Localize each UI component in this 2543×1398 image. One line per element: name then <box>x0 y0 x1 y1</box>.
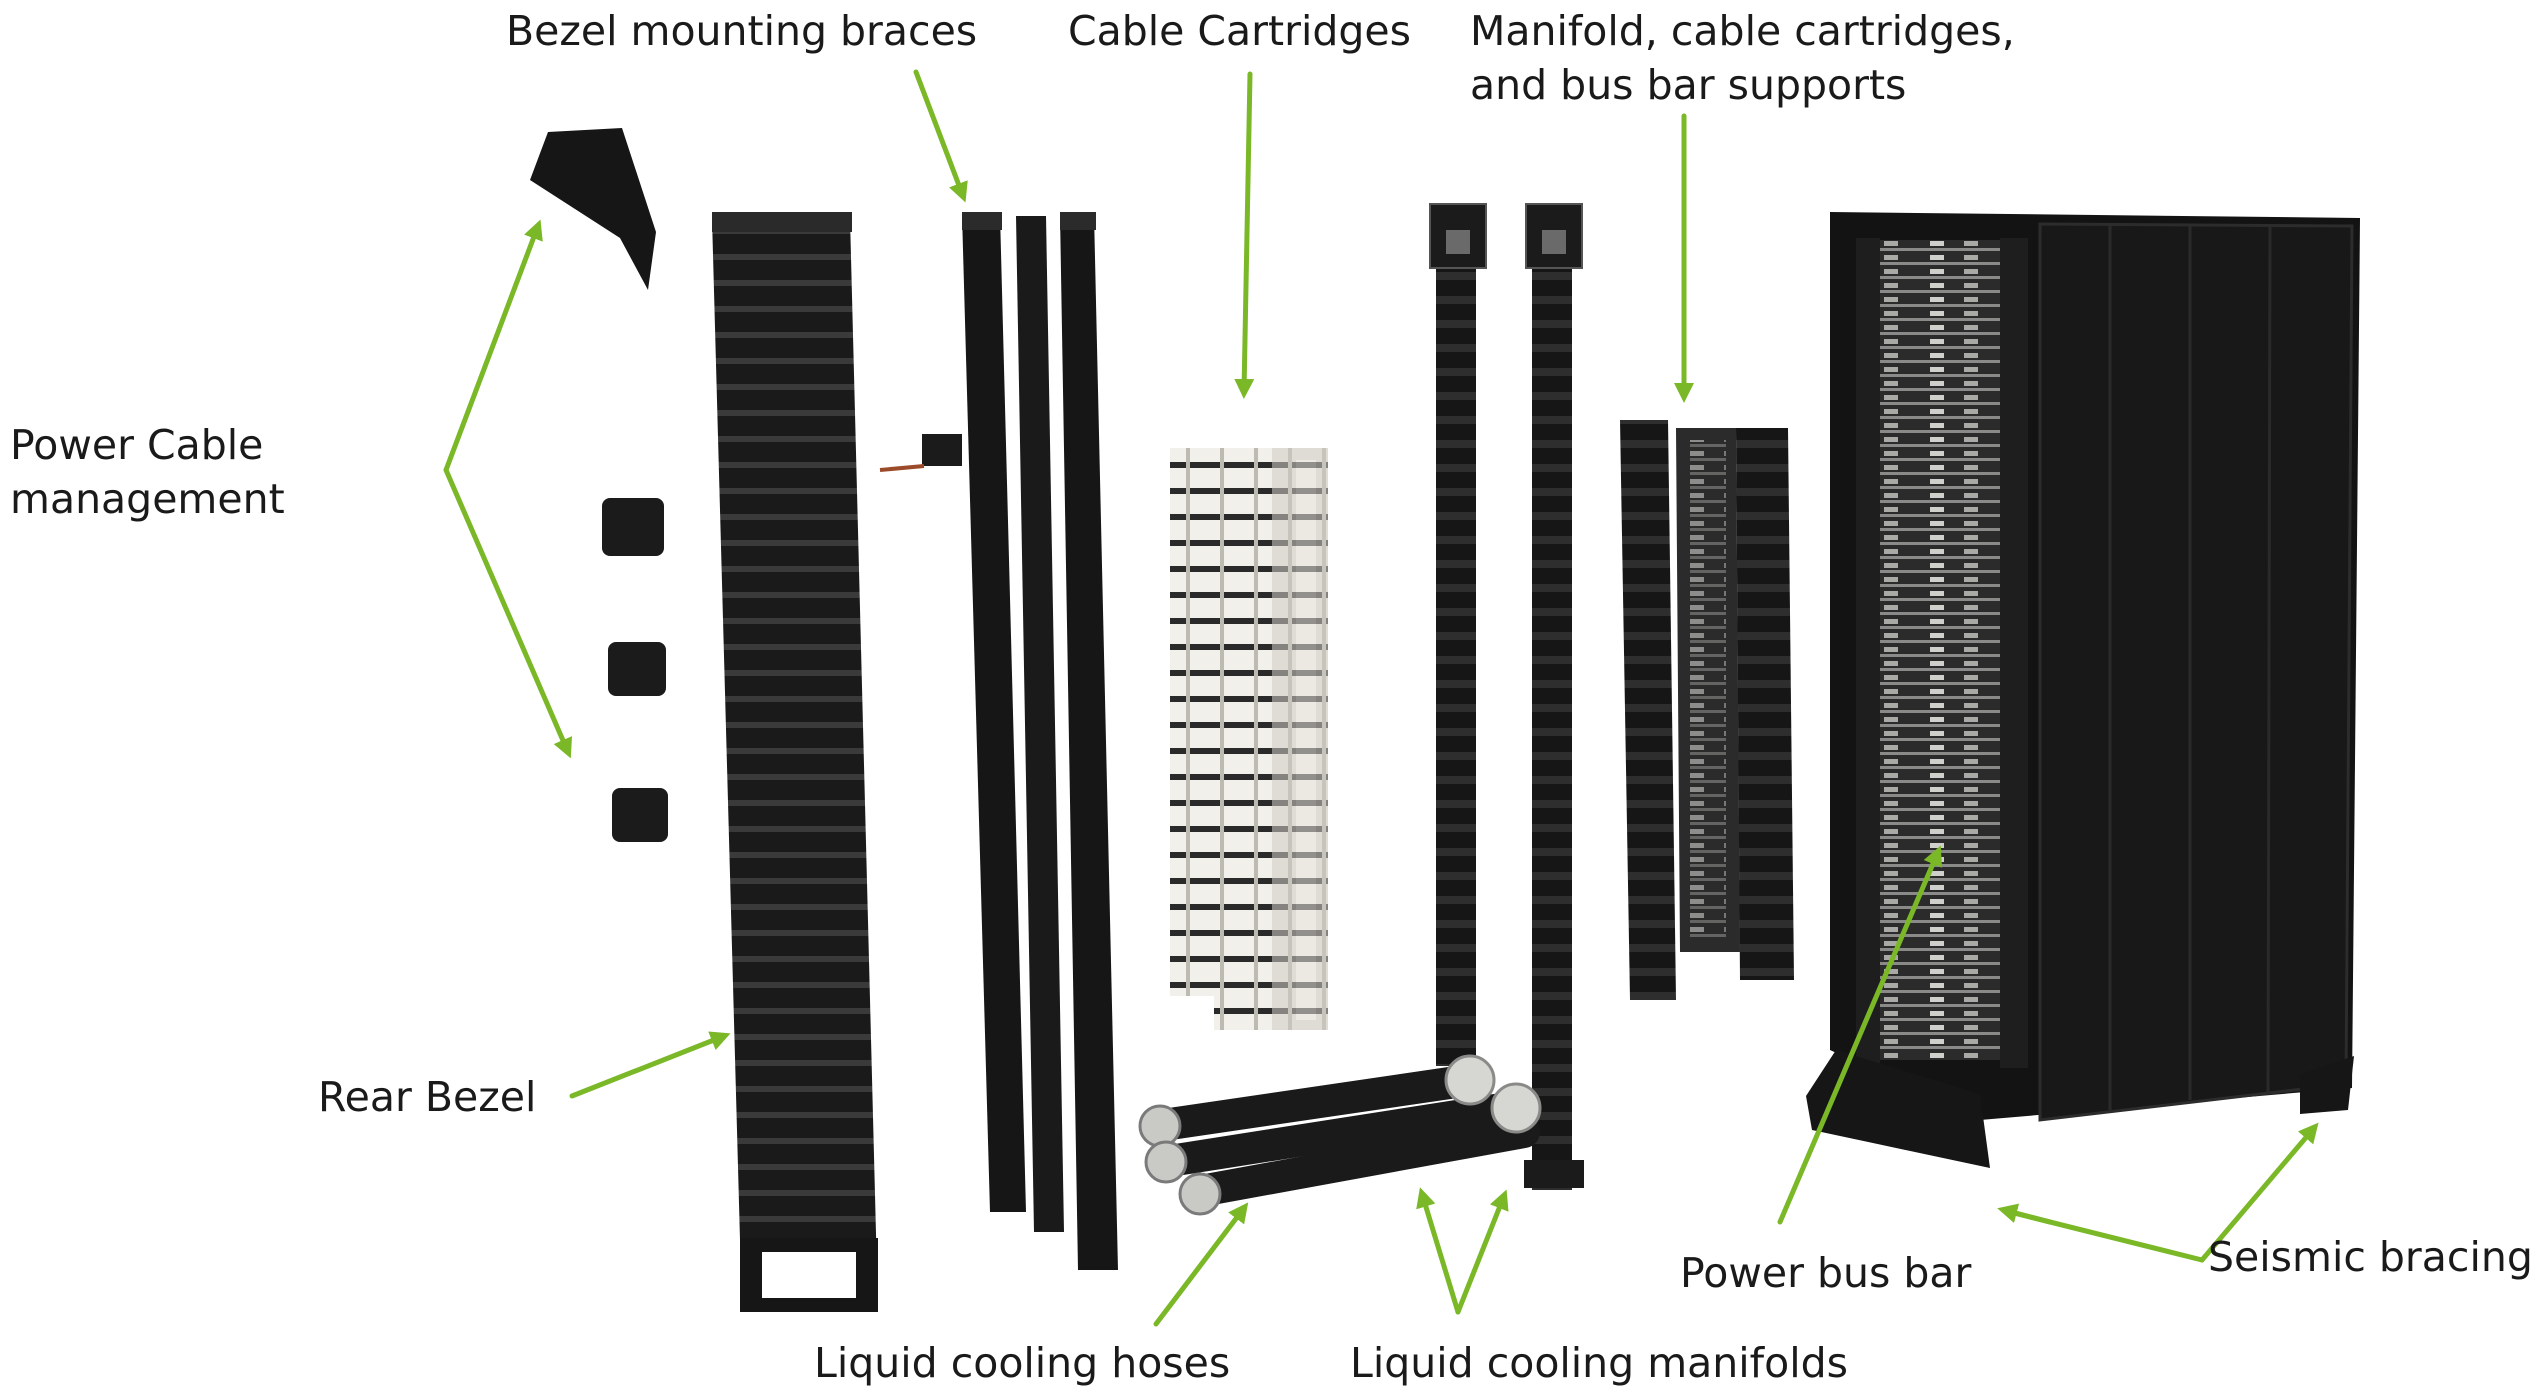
cable-clip-2 <box>608 642 666 696</box>
arrow-bezel-mounting-braces <box>913 69 968 203</box>
label-rear-bezel: Rear Bezel <box>318 1073 537 1121</box>
cable-clip-1 <box>602 498 664 556</box>
label-manifold-line1: Manifold, cable cartridges, <box>1470 7 2015 55</box>
cable-clip-3 <box>612 788 668 842</box>
rear-bezel <box>712 212 878 1312</box>
label-liquid-cooling-manifolds: Liquid cooling manifolds <box>1350 1339 1848 1387</box>
arrow-manifolds-left <box>1416 1187 1461 1315</box>
assembled-rack <box>1806 212 2360 1168</box>
arrow-power-cable-to-top <box>443 219 543 473</box>
small-bracket <box>922 434 962 466</box>
label-power-cable-management: Power Cable management <box>10 418 285 526</box>
label-bezel-mounting-braces: Bezel mounting braces <box>506 7 978 55</box>
arrow-liquid-cooling-hoses <box>1153 1202 1249 1327</box>
label-power-cable-line2: management <box>10 475 285 523</box>
label-power-cable-line1: Power Cable <box>10 421 264 469</box>
label-manifold-line2: and bus bar supports <box>1470 61 1907 109</box>
arrow-power-bus-bar <box>1777 845 1943 1225</box>
cable-management-top-piece <box>530 128 656 290</box>
power-cable-management-parts <box>530 128 962 842</box>
arrow-cable-cartridges <box>1234 71 1255 399</box>
liquid-cooling-hoses <box>1138 1054 1542 1216</box>
liquid-cooling-manifolds <box>1429 203 1584 1190</box>
label-liquid-cooling-hoses: Liquid cooling hoses <box>814 1339 1231 1387</box>
arrow-rear-bezel <box>569 1031 731 1099</box>
bezel-mounting-braces <box>962 212 1118 1270</box>
arrow-seismic-bracing-right <box>2199 1122 2319 1263</box>
label-manifold-supports: Manifold, cable cartridges, and bus bar … <box>1470 4 2015 112</box>
arrow-manifolds-right <box>1455 1189 1509 1315</box>
manifold-bus-bar-supports <box>1620 420 1794 1000</box>
label-power-bus-bar: Power bus bar <box>1680 1249 1972 1297</box>
arrow-power-cable-to-clips <box>443 467 573 759</box>
label-seismic-bracing: Seismic bracing <box>2208 1233 2533 1281</box>
label-cable-cartridges: Cable Cartridges <box>1068 7 1411 55</box>
pointer-arrows <box>443 69 2319 1327</box>
small-bracket-wire <box>879 464 925 472</box>
cable-cartridges <box>1170 448 1328 1030</box>
